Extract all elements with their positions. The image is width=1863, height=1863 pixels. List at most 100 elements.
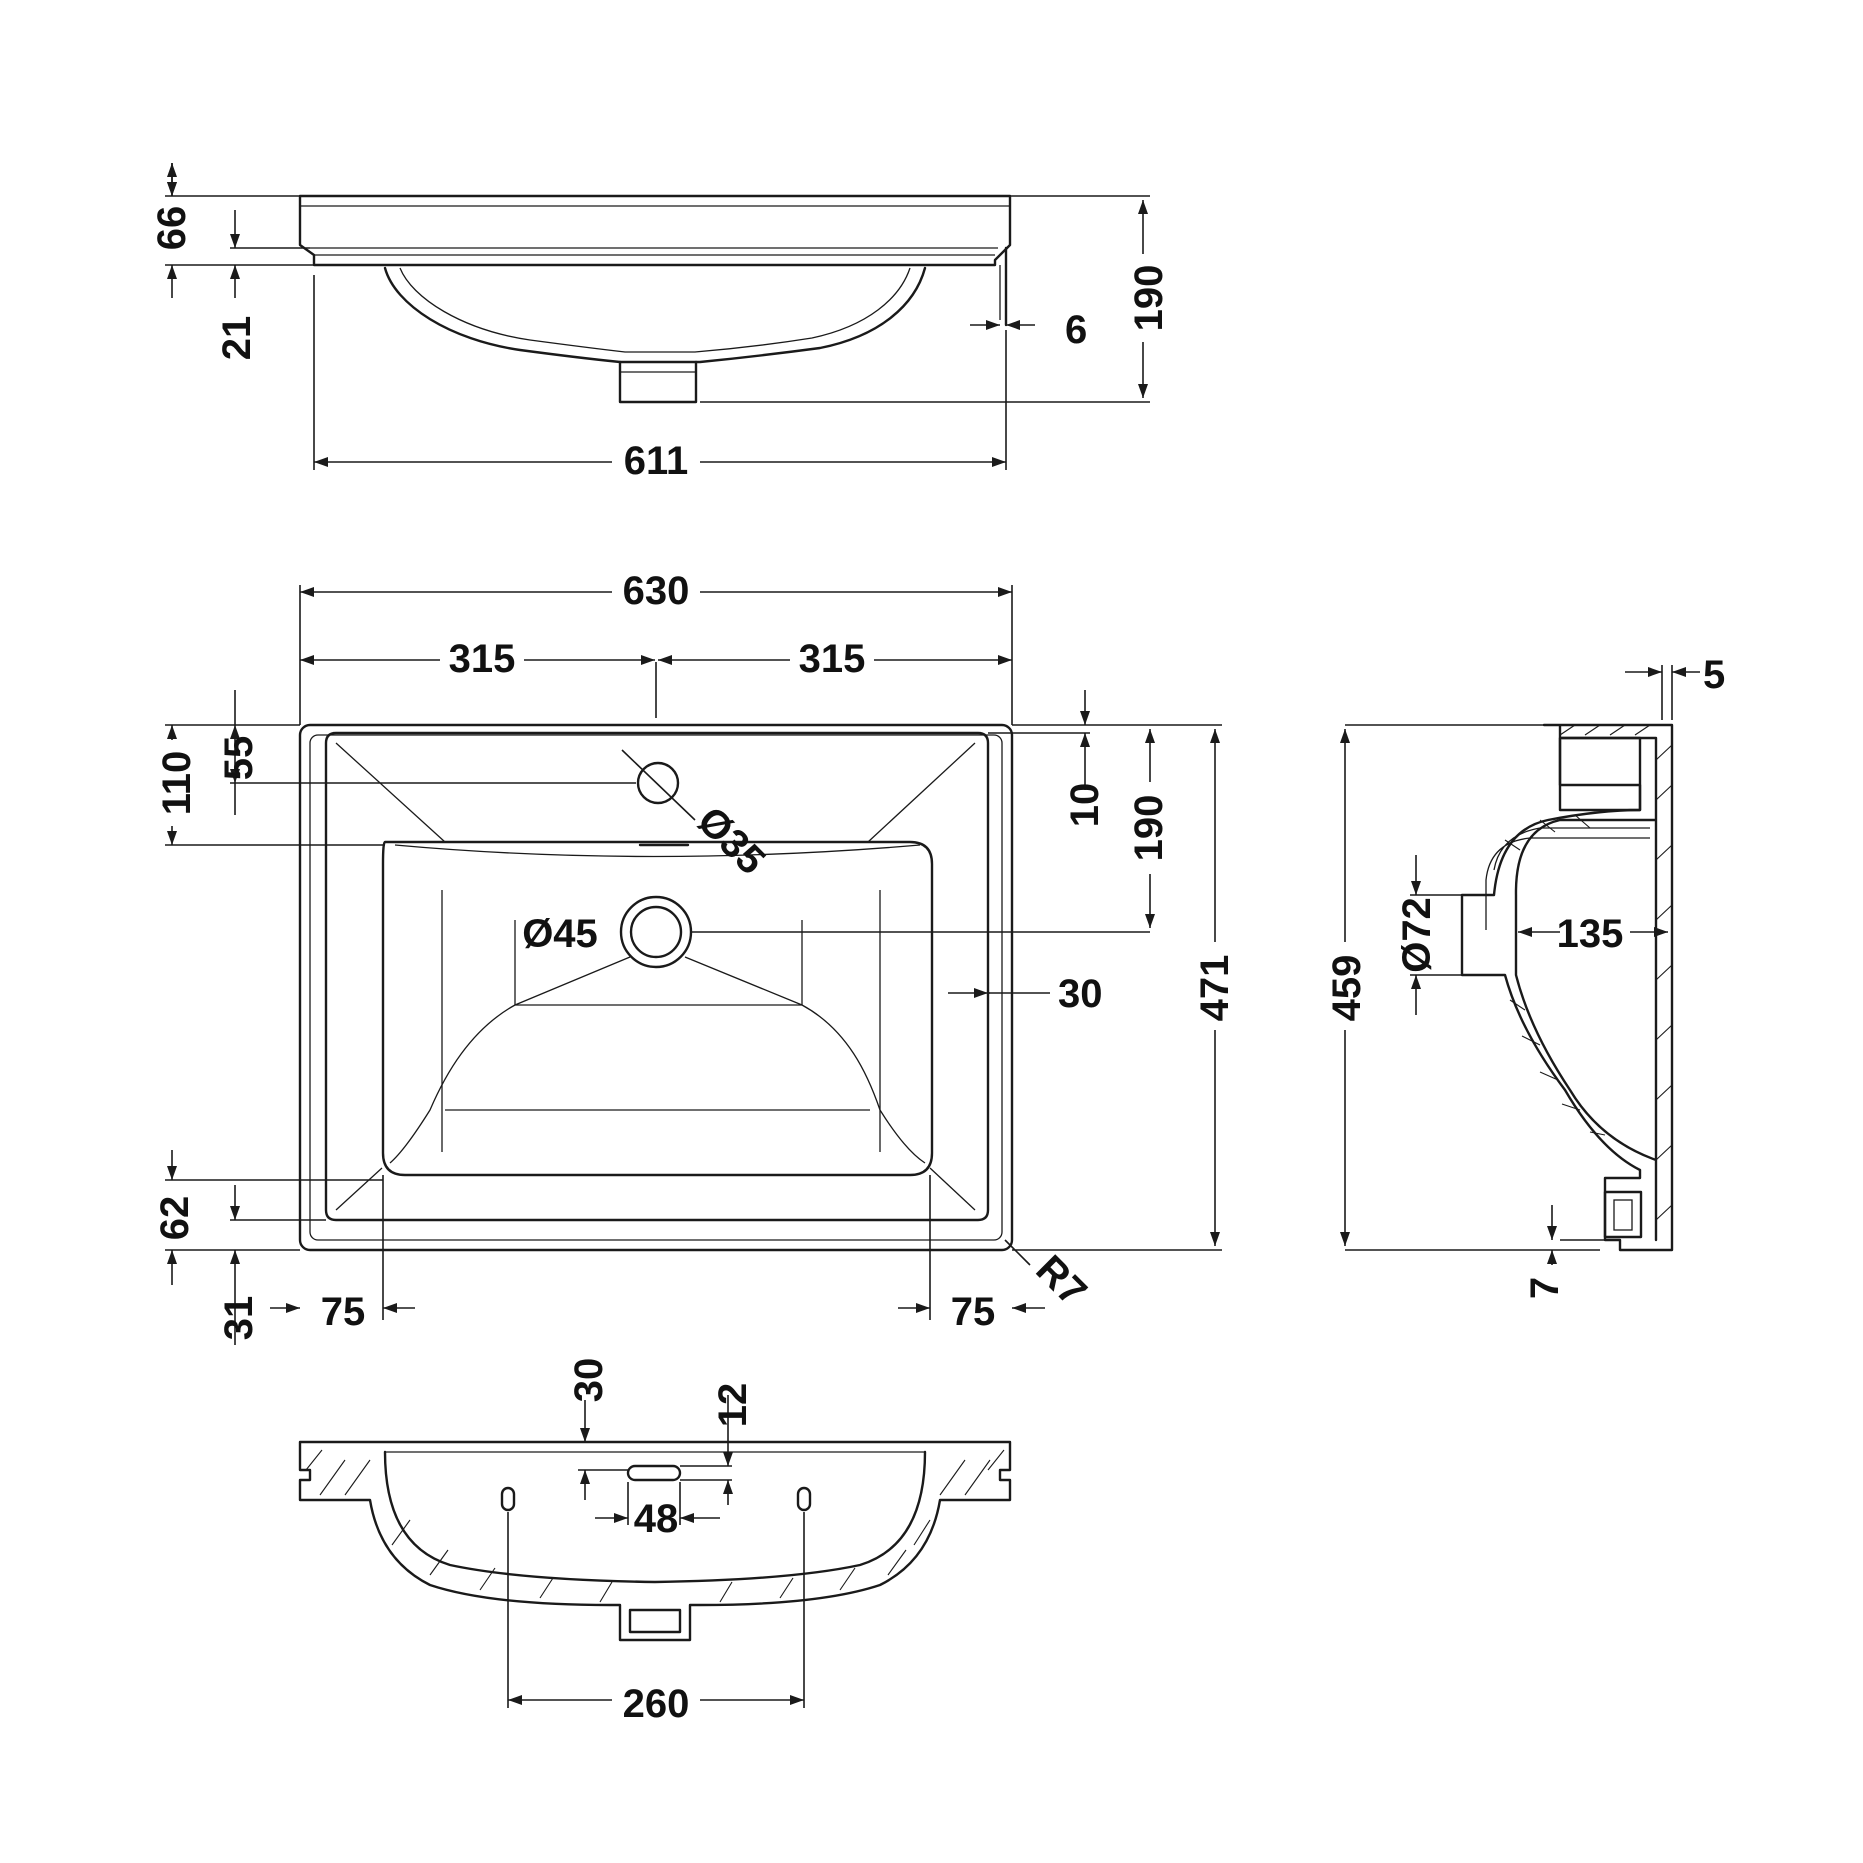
label-front-lip: 31 xyxy=(217,1296,261,1341)
side-section-view xyxy=(1460,723,1674,1252)
dimension-arrowhead xyxy=(614,1513,628,1523)
section-outer-profile xyxy=(298,1440,1012,1642)
plan-bowl-rim-curve xyxy=(394,844,921,858)
label-fixing-depth: 30 xyxy=(567,1358,611,1403)
dimension-arrowhead xyxy=(998,587,1012,597)
dimension-arrowhead xyxy=(986,320,1000,330)
dimension-arrowhead xyxy=(230,265,240,279)
fixing-hole-right-icon xyxy=(796,1486,812,1512)
label-tap-hole-offset: 55 xyxy=(217,736,261,781)
dimension-arrowhead xyxy=(383,1303,397,1313)
dimension-arrowhead xyxy=(1411,975,1421,989)
dimension-arrowhead xyxy=(1080,711,1090,725)
dimension-arrowhead xyxy=(300,587,314,597)
label-half-width-left: 315 xyxy=(449,637,516,681)
dimension-arrowhead xyxy=(1411,881,1421,895)
dimension-arrowhead xyxy=(1654,927,1668,937)
dimension-labels: 66 21 190 6 611 630 315 315 55 110 10 19… xyxy=(150,206,1725,1726)
label-fixing-centres: 260 xyxy=(623,1682,690,1726)
label-slot-width: 48 xyxy=(634,1497,679,1541)
plan-corner-line-br xyxy=(929,1167,976,1211)
dimension-arrowhead xyxy=(1340,729,1350,743)
label-overall-width: 630 xyxy=(623,569,690,613)
plan-corner-line-bl xyxy=(335,1167,383,1211)
section-waste-inner xyxy=(628,1608,682,1634)
front-elevation-view xyxy=(298,194,1012,404)
dimension-arrowhead xyxy=(167,1250,177,1264)
dimension-arrowhead xyxy=(167,831,177,845)
dimension-arrowhead xyxy=(580,1470,590,1484)
dimension-arrowhead xyxy=(1006,320,1020,330)
dimension-arrowhead xyxy=(723,1452,733,1466)
dimension-arrowhead xyxy=(998,655,1012,665)
section-slot xyxy=(626,1464,682,1482)
dimension-arrowhead xyxy=(1648,667,1662,677)
label-flange-height: 66 xyxy=(150,206,194,251)
label-back-edge: 10 xyxy=(1063,783,1107,828)
dimension-arrowhead xyxy=(1145,914,1155,928)
plan-deck-inner xyxy=(324,731,990,1222)
dimension-arrowhead xyxy=(230,769,240,783)
dimension-arrowhead xyxy=(1138,200,1148,214)
label-half-width-right: 315 xyxy=(799,637,866,681)
label-side-right: 75 xyxy=(951,1290,996,1334)
plan-outer-outline xyxy=(298,723,1014,1252)
dimension-arrowhead xyxy=(300,655,314,665)
dimension-arrowhead xyxy=(167,1166,177,1180)
plan-corner-line-tr xyxy=(867,742,976,843)
side-hatching xyxy=(1504,724,1673,1221)
label-overall-height-front: 190 xyxy=(1127,265,1171,332)
dimension-lines xyxy=(165,163,1700,1708)
dimension-arrowhead xyxy=(916,1303,930,1313)
dimension-arrowhead xyxy=(992,457,1006,467)
label-overall-depth: 471 xyxy=(1193,955,1237,1022)
side-overflow-channel xyxy=(1485,827,1650,930)
front-waste-outlet xyxy=(618,360,698,404)
front-bowl-outline xyxy=(383,266,927,364)
label-projection: 135 xyxy=(1557,912,1624,956)
label-side-height: 459 xyxy=(1325,955,1369,1022)
label-wall-thickness: 6 xyxy=(1065,308,1087,352)
label-side-left: 75 xyxy=(321,1290,366,1334)
plan-rim-outline xyxy=(309,734,1003,1241)
dimension-arrowhead xyxy=(1518,927,1532,937)
plan-corner-line-tl xyxy=(335,742,446,843)
dimension-arrowhead xyxy=(641,655,655,665)
plan-bowl-outline xyxy=(381,840,934,1177)
bottom-section-view xyxy=(298,1440,1012,1642)
label-bowl-width: 611 xyxy=(624,439,689,483)
tap-hole-icon xyxy=(636,761,680,805)
dimension-arrowhead xyxy=(314,457,328,467)
waste-hole-outer-icon xyxy=(619,895,693,969)
dimension-arrowhead xyxy=(974,988,988,998)
dimension-arrowhead xyxy=(1210,729,1220,743)
section-inner-profile xyxy=(383,1450,927,1584)
plan-view xyxy=(298,723,1014,1252)
label-corner-radius: R7 xyxy=(1028,1247,1095,1314)
label-waste-offset: 190 xyxy=(1127,795,1171,862)
dimension-arrowhead xyxy=(1340,1232,1350,1246)
dimension-arrowhead xyxy=(1080,733,1090,747)
dimension-arrowhead xyxy=(723,1480,733,1494)
dimension-arrowhead xyxy=(658,655,672,665)
dimension-arrowhead xyxy=(1012,1303,1026,1313)
dimension-arrowhead xyxy=(167,182,177,196)
side-foot-inner xyxy=(1613,1199,1633,1231)
dimension-arrowhead xyxy=(167,265,177,279)
label-top-lip: 5 xyxy=(1703,653,1725,697)
dimension-arrowhead xyxy=(1145,729,1155,743)
dimension-arrowhead xyxy=(230,234,240,248)
dimension-arrowhead xyxy=(580,1428,590,1442)
label-side-rim: 30 xyxy=(1058,972,1103,1016)
label-lip-offset: 21 xyxy=(215,316,259,361)
plan-bowl-curve-left xyxy=(389,956,631,1164)
label-foot: 7 xyxy=(1523,1277,1567,1299)
dimension-arrowhead xyxy=(790,1695,804,1705)
dimension-line xyxy=(1004,1239,1031,1266)
label-slot-height: 12 xyxy=(711,1383,755,1428)
dimension-arrowhead xyxy=(230,1250,240,1264)
dimension-arrowhead xyxy=(286,1303,300,1313)
section-hatching xyxy=(305,1449,1005,1603)
dimension-arrowhead xyxy=(508,1695,522,1705)
